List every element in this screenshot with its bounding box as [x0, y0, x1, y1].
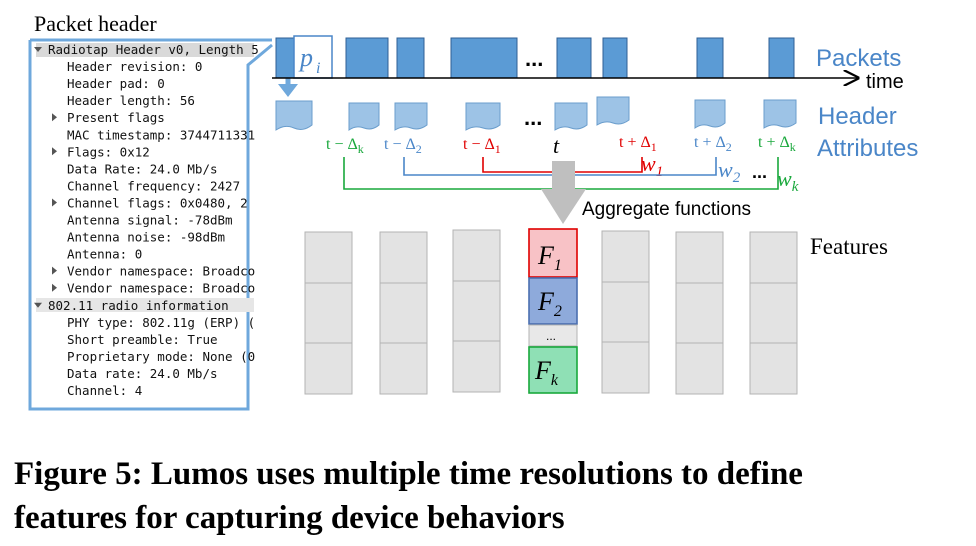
feature-column [749, 231, 798, 395]
attributes-label: Attributes [817, 135, 918, 162]
feature-gap-cell [528, 324, 578, 347]
header-field-line[interactable]: Channel: 4 [67, 383, 142, 398]
packet-pi-label: p [298, 43, 313, 72]
feature-column [675, 231, 724, 395]
window-w1-label: w1 [641, 151, 663, 180]
time-t-plus-d2: t + Δ2 [694, 134, 732, 154]
header-doc [694, 99, 726, 129]
feature-f1-cell [528, 228, 578, 278]
header-field-list: Radiotap Header v0, Length 5 Header revis… [34, 42, 259, 398]
header-field-line[interactable]: Antenna: 0 [67, 247, 142, 262]
features-label: Features [810, 234, 888, 259]
header-doc [763, 99, 797, 129]
header-attributes-row: ... Header Attributes [275, 96, 918, 162]
feature-column [304, 231, 353, 395]
header-field-line[interactable]: Vendor namespace: Broadco [67, 281, 255, 296]
packet [450, 37, 518, 79]
header-field-line[interactable]: PHY type: 802.11g (ERP) ( [67, 315, 255, 330]
figure-caption-line-2: features for capturing device behaviors [14, 500, 565, 536]
expand-triangle-icon[interactable] [52, 266, 57, 275]
window-brackets: w1 w2 ... wk [343, 151, 799, 195]
expand-triangle-icon[interactable] [52, 198, 57, 207]
header-field-line[interactable]: Radiotap Header v0, Length 5 [48, 42, 259, 57]
time-t-minus-d2: t − Δ2 [384, 136, 422, 156]
header-field-line[interactable]: Short preamble: True [67, 332, 218, 347]
feature-gap-dots: ... [546, 329, 556, 343]
header-doc [394, 102, 428, 131]
header-doc [465, 102, 501, 131]
time-markers: t − Δk t − Δ2 t − Δ1 t t + Δ1 t + Δ2 t +… [326, 133, 796, 158]
header-field-line[interactable]: 802.11 radio information [48, 298, 229, 313]
header-doc [554, 102, 588, 131]
packet [345, 37, 389, 79]
feature-column [379, 231, 428, 395]
expand-triangle-icon[interactable] [52, 283, 57, 292]
header-field-line[interactable]: Data rate: 24.0 Mb/s [67, 366, 218, 381]
header-ellipsis: ... [524, 105, 542, 130]
feature-fk-cell [528, 346, 578, 394]
feature-f2-label: F2 [537, 287, 562, 320]
header-doc [348, 102, 380, 131]
time-t-plus-dk: t + Δk [758, 134, 796, 154]
feature-column [601, 230, 650, 394]
window-wk-label: wk [777, 166, 799, 195]
header-field-line[interactable]: Present flags [67, 110, 165, 125]
feature-f2-cell [528, 277, 578, 325]
header-field-line[interactable]: Header revision: 0 [67, 59, 202, 74]
time-t-plus-d1: t + Δ1 [619, 134, 657, 154]
header-field-line[interactable]: Antenna noise: -98dBm [67, 230, 225, 245]
packet-pi [275, 37, 295, 79]
packets-ellipsis: ... [525, 46, 543, 71]
header-field-line[interactable]: Antenna signal: -78dBm [67, 213, 233, 228]
expand-triangle-icon[interactable] [52, 147, 57, 156]
header-field-line[interactable]: Data Rate: 24.0 Mb/s [67, 161, 218, 176]
header-field-line[interactable]: Channel frequency: 2427 [67, 178, 240, 193]
header-doc [275, 100, 313, 131]
packet-header-title: Packet header [34, 11, 157, 36]
time-t-minus-dk: t − Δk [326, 136, 364, 156]
feature-columns: F1 F2 ... Fk Features [304, 228, 888, 395]
feature-f1-label: F1 [537, 241, 562, 274]
packet [602, 37, 628, 79]
header-field-line[interactable]: Header length: 56 [67, 93, 195, 108]
packet-pi-subscript: i [316, 60, 320, 77]
packet [396, 37, 425, 79]
figure-caption-line-1: Figure 5: Lumos uses multiple time resol… [14, 456, 803, 492]
header-doc [596, 96, 630, 126]
collapse-triangle-icon[interactable] [34, 302, 42, 308]
header-field-line[interactable]: MAC timestamp: 3744711331 [67, 127, 255, 142]
aggregate-arrow: Aggregate functions [541, 161, 751, 224]
expand-triangle-icon[interactable] [52, 113, 57, 122]
header-field-line[interactable]: Channel flags: 0x0480, 2 [67, 195, 248, 210]
header-field-line[interactable]: Proprietary mode: None (0 [67, 349, 255, 364]
collapse-triangle-icon[interactable] [34, 47, 42, 52]
packet-header-panel: Radiotap Header v0, Length 5 Header revis… [28, 38, 273, 411]
time-t-minus-d1: t − Δ1 [463, 136, 501, 156]
packets-label: Packets [816, 45, 901, 72]
packets-row: p i ... time Packets [272, 35, 904, 93]
packet [768, 37, 795, 79]
packet [696, 37, 724, 79]
window-w2-label: w2 [718, 157, 741, 186]
header-label: Header [818, 103, 897, 130]
time-axis-label: time [866, 71, 904, 93]
feature-fk-label: Fk [534, 356, 559, 389]
window-ellipsis: ... [752, 162, 767, 182]
time-t: t [553, 133, 560, 158]
header-field-line[interactable]: Header pad: 0 [67, 76, 165, 91]
feature-column [452, 229, 501, 393]
header-field-line[interactable]: Flags: 0x12 [67, 144, 150, 159]
aggregate-label: Aggregate functions [582, 199, 751, 220]
packet [556, 37, 592, 79]
header-field-line[interactable]: Vendor namespace: Broadco [67, 264, 255, 279]
feature-column-highlighted: F1 F2 ... Fk [528, 228, 578, 394]
